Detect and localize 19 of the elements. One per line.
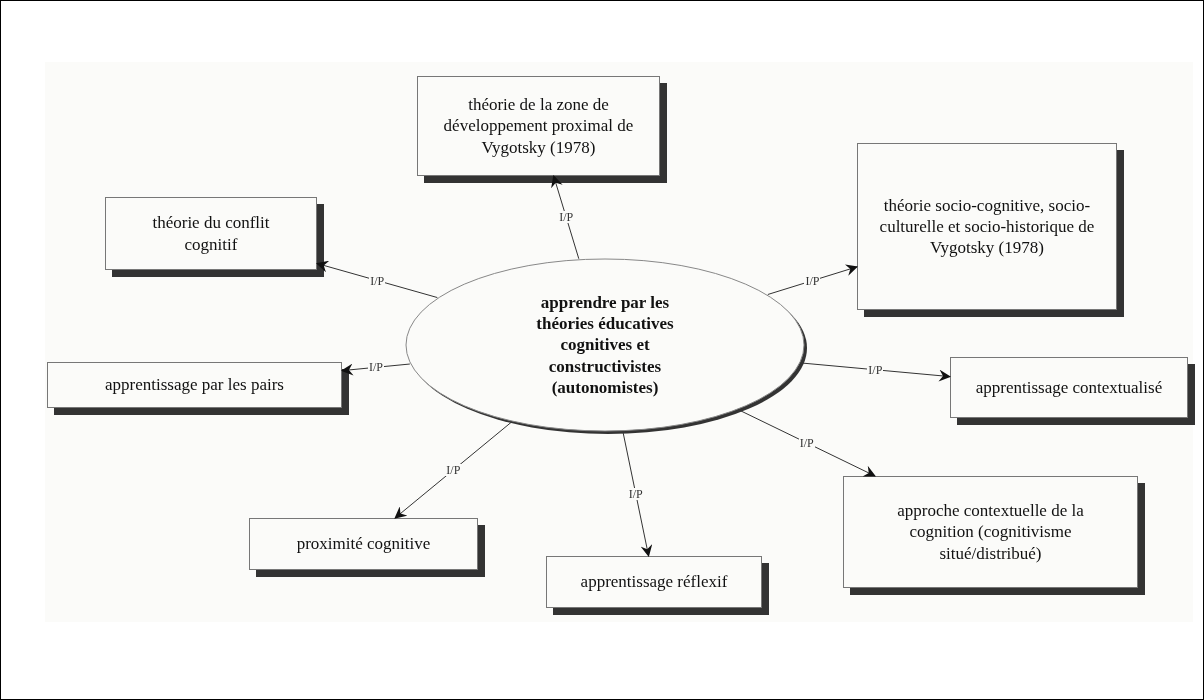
arrow <box>738 409 876 477</box>
arrow <box>316 260 438 299</box>
concept-text: théorie socio-cognitive, socio-culturelle et socio-historique de Vygotsky (1978) <box>878 194 1096 259</box>
central-ellipse <box>405 258 805 432</box>
edge-label: I/P <box>558 211 575 224</box>
concept-text: théorie de la zone de développement proximal de Vygotsky (1978) <box>442 94 635 158</box>
arrow <box>767 264 858 295</box>
concept-text: proximité cognitive <box>296 533 431 555</box>
arrow <box>394 421 513 519</box>
concept-text: théorie du conflit cognitif <box>151 212 271 255</box>
arrow <box>800 362 951 382</box>
concept-text: apprentissage par les pairs <box>105 374 284 396</box>
edge-label: I/P <box>367 361 384 374</box>
concept-text: apprentissage contextualisé <box>975 376 1163 399</box>
arrow <box>622 431 653 557</box>
concept-text: approche contextuelle de la cognition (cognitivisme situé/distribué) <box>896 500 1085 564</box>
concept-text: apprentissage réflexif <box>580 571 728 593</box>
central-concept-text: apprendre par les théories éducatives cognitives et constructivistes (autonomistes) <box>535 291 675 399</box>
arrow <box>551 175 580 260</box>
